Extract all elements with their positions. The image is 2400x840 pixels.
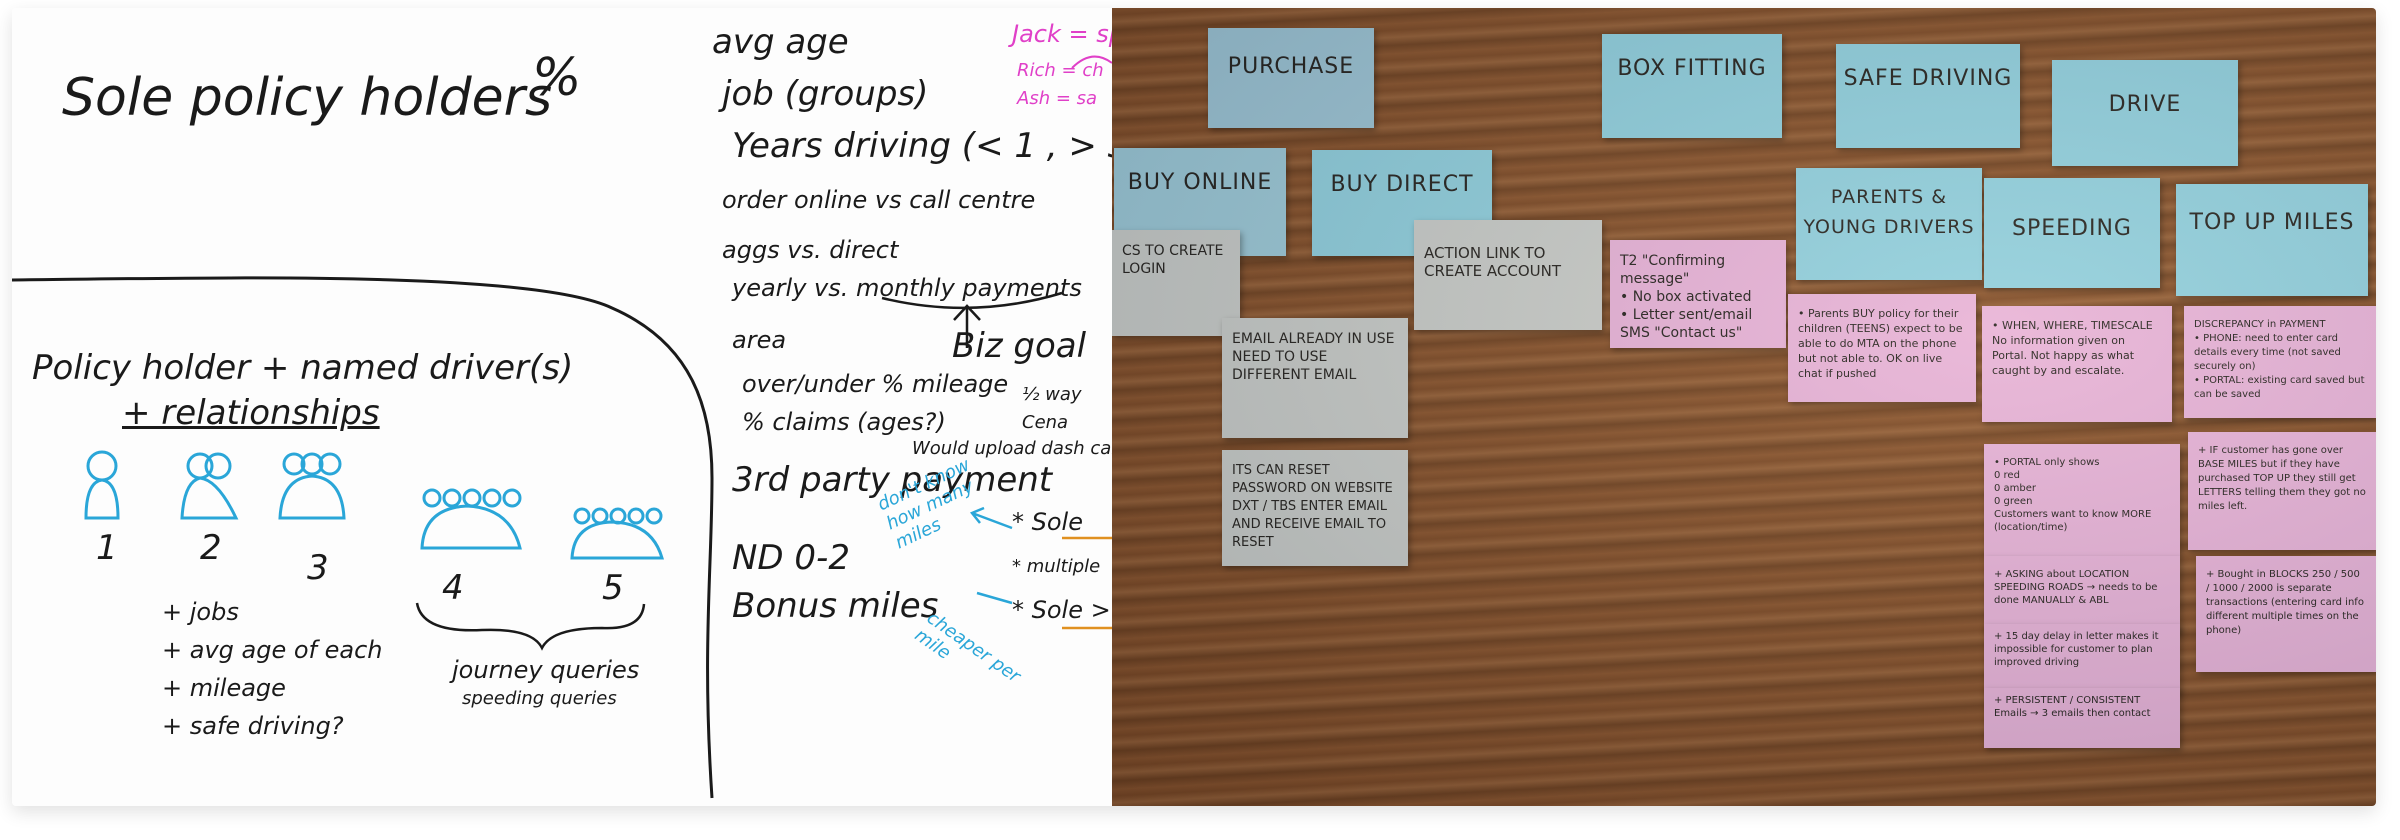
magenta-note: Jack = sp	[1012, 20, 1112, 48]
card-its-can-reset: ITS CAN RESET PASSWORD ON WEBSITE DXT / …	[1222, 450, 1408, 566]
card-portal-shows: • PORTAL only shows 0 red 0 amber 0 gree…	[1984, 444, 2180, 556]
right-list-item: area	[732, 326, 787, 354]
speeding-queries: speeding queries	[462, 688, 617, 709]
cena-note: Cena	[1022, 412, 1069, 433]
card-parents-buy: • Parents BUY policy for their children …	[1788, 294, 1976, 402]
photo-collage: Sole policy holders % Policy holder + na…	[12, 8, 2376, 806]
group-number-3: 3	[307, 548, 329, 588]
star-item: * Sole	[1012, 508, 1083, 536]
group-number-4: 4	[442, 568, 464, 608]
magenta-note: Ash = sa	[1017, 88, 1098, 109]
left-list-item: + safe driving?	[162, 712, 344, 740]
magenta-note: Rich = ch	[1017, 60, 1104, 81]
card-drive: DRIVE	[2052, 60, 2238, 166]
group-number-1: 1	[96, 528, 118, 568]
card-action-link: ACTION LINK TO CREATE ACCOUNT	[1414, 220, 1602, 330]
card-box-fitting: BOX FITTING	[1602, 34, 1782, 138]
card-purchase: PURCHASE	[1208, 28, 1374, 128]
percent-sign: %	[532, 48, 582, 108]
left-list-item: + jobs	[162, 598, 239, 626]
card-discrepancy: DISCREPANCY in PAYMENT • PHONE: need to …	[2184, 306, 2376, 418]
card-fifteen-days: + 15 day delay in letter makes it imposs…	[1984, 624, 2180, 692]
journey-queries: journey queries	[452, 656, 640, 684]
half-way-note: ½ way	[1022, 384, 1082, 405]
card-create-login: CS TO CREATE LOGIN	[1112, 230, 1240, 336]
right-list-item: % claims (ages?)	[742, 408, 946, 436]
whiteboard-drawings	[12, 55, 1112, 799]
star-item: * multiple	[1012, 556, 1101, 577]
right-list-item: avg age	[712, 22, 849, 62]
card-asking-location: + ASKING about LOCATION SPEEDING ROADS →…	[1984, 556, 2180, 632]
card-persistent: + PERSISTENT / CONSISTENT Emails → 3 ema…	[1984, 688, 2180, 748]
right-list-item: Years driving (< 1 , > 3)	[732, 126, 1112, 166]
group-number-5: 5	[602, 568, 624, 608]
card-t2-confirming: T2 "Confirming message" • No box activat…	[1610, 240, 1786, 348]
right-list-item: 3rd party payment	[732, 460, 1053, 500]
right-list-item: order online vs call centre	[722, 186, 1036, 214]
group-number-2: 2	[200, 528, 222, 568]
card-when-where: • WHEN, WHERE, TIMESCALE No information …	[1982, 306, 2172, 422]
biz-goal: Biz goal	[952, 326, 1087, 366]
card-speeding: SPEEDING	[1984, 178, 2160, 288]
left-list-item: + avg age of each	[162, 636, 383, 664]
right-list-item: yearly vs. monthly payments	[732, 274, 1082, 302]
star-item: * Sole >	[1012, 596, 1111, 624]
section-policy-named-drivers: Policy holder + named driver(s)	[32, 348, 574, 388]
card-base-miles: + IF customer has gone over BASE MILES b…	[2188, 432, 2376, 550]
card-top-up-miles: TOP UP MILES	[2176, 184, 2368, 296]
whiteboard-title: Sole policy holders	[62, 68, 553, 128]
right-list-item: ND 0-2	[732, 538, 850, 578]
section-relationships: + relationships	[122, 393, 380, 433]
card-bought-blocks: + Bought in BLOCKS 250 / 500 / 1000 / 20…	[2196, 556, 2376, 672]
whiteboard-photo: Sole policy holders % Policy holder + na…	[12, 8, 1112, 806]
right-list-item: Bonus miles	[732, 586, 939, 626]
right-list-item: job (groups)	[722, 74, 929, 114]
card-parents-young-drivers: PARENTS & YOUNG DRIVERS	[1796, 168, 1982, 280]
card-email-in-use: EMAIL ALREADY IN USE NEED TO USE DIFFERE…	[1222, 318, 1408, 438]
sticky-notes-photo: PURCHASE BOX FITTING SAFE DRIVING DRIVE …	[1112, 8, 2376, 806]
card-safe-driving: SAFE DRIVING	[1836, 44, 2020, 148]
left-list-item: + mileage	[162, 674, 286, 702]
right-list-item: over/under % mileage	[742, 370, 1009, 398]
right-list-item: aggs vs. direct	[722, 236, 899, 264]
dash-cam-note: Would upload dash cam f	[912, 438, 1112, 459]
